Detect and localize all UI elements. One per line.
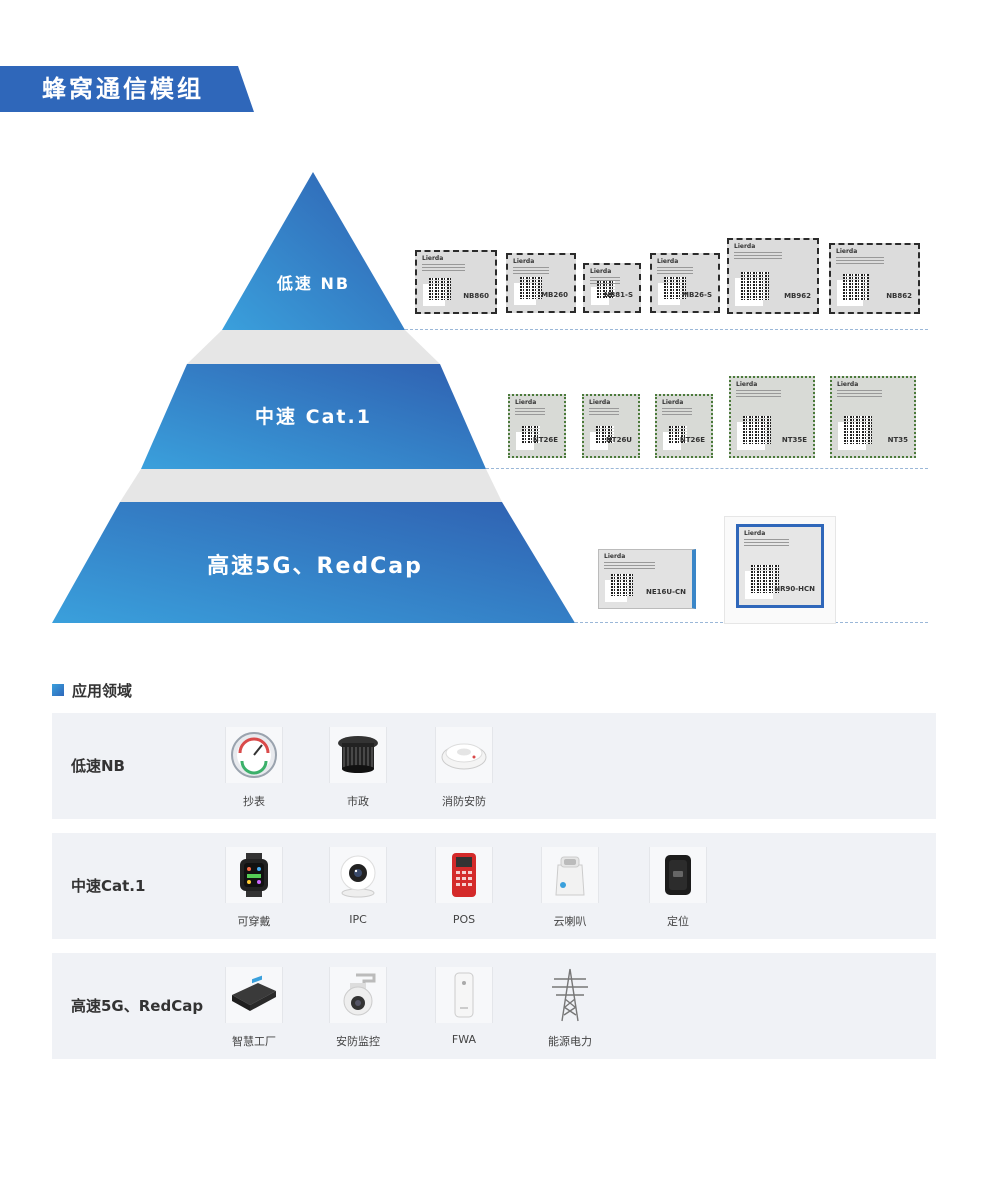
smoke-detector-icon: [435, 727, 493, 783]
app-caption: POS: [452, 913, 476, 926]
module-brand: Lierda: [515, 399, 537, 406]
module-card: Lierda NT35: [830, 376, 916, 458]
module-card: Lierda NT26E: [655, 394, 713, 458]
app-item: 市政: [320, 727, 396, 809]
module-name: NB862: [886, 292, 912, 300]
module-card: Lierda NB862: [829, 243, 920, 314]
module-name: MB962: [784, 292, 811, 300]
meter-gauge-icon: [225, 727, 283, 783]
module-brand: Lierda: [736, 381, 758, 388]
module-brand: Lierda: [734, 243, 756, 250]
app-item: 可穿戴: [216, 847, 292, 929]
module-card: Lierda NB81-S: [583, 263, 641, 313]
module-name: MB260: [541, 291, 568, 299]
module-name: NB860: [463, 292, 489, 300]
pyramid-connector-1: [187, 330, 440, 364]
app-caption: 可穿戴: [237, 915, 271, 928]
pyramid-tier-top: [222, 172, 405, 330]
app-caption: 抄表: [243, 795, 265, 808]
app-caption: 安防监控: [336, 1035, 380, 1048]
app-row-5g: 高速5G、RedCap 智慧工厂 安防监控 FWA 能源电力: [52, 953, 936, 1059]
app-caption: 智慧工厂: [232, 1035, 276, 1048]
app-item: 消防安防: [426, 727, 502, 809]
tier-label-cat1: 中速 Cat.1: [255, 406, 372, 428]
app-caption: IPC: [349, 913, 367, 926]
module-brand: Lierda: [837, 381, 859, 388]
manhole-sensor-icon: [329, 727, 387, 783]
dome-camera-icon: [329, 967, 387, 1023]
module-card: Lierda MB260: [506, 253, 576, 313]
module-brand: Lierda: [657, 258, 679, 265]
section-marker-icon: [52, 684, 64, 696]
row-label: 中速Cat.1: [71, 877, 146, 895]
module-card: Lierda NR90-HCN: [736, 524, 824, 608]
gps-tracker-icon: [649, 847, 707, 903]
app-item: 云喇叭: [532, 847, 608, 929]
module-name: NT35E: [781, 436, 807, 444]
pyramid-connector-2: [120, 469, 502, 502]
power-tower-icon: [542, 967, 598, 1023]
tier-divider-2: [486, 468, 928, 469]
app-item: 能源电力: [532, 967, 608, 1049]
section-title: 应用领域: [72, 682, 133, 700]
ip-camera-icon: [329, 847, 387, 903]
module-name: NT35: [887, 436, 908, 444]
module-name: NR90-HCN: [774, 585, 815, 593]
module-brand: Lierda: [589, 399, 611, 406]
pyramid-tier-bottom: [52, 502, 575, 623]
module-name: NT26E: [679, 436, 705, 444]
module-card: Lierda NT26E: [508, 394, 566, 458]
pyramid-tier-mid: [141, 364, 486, 469]
app-row-nb: 低速NB 抄表 市政 消防安防: [52, 713, 936, 819]
module-card: Lierda MB962: [727, 238, 819, 314]
module-card: Lierda NB860: [415, 250, 497, 314]
app-item: 抄表: [216, 727, 292, 809]
pos-terminal-icon: [435, 847, 493, 903]
module-name: NE16U-CN: [646, 588, 686, 596]
fwa-router-icon: [435, 967, 493, 1023]
row-label: 高速5G、RedCap: [71, 997, 204, 1015]
app-caption: 消防安防: [442, 795, 486, 808]
tier-divider-1: [405, 329, 928, 330]
industrial-gateway-icon: [225, 967, 283, 1023]
app-item: 安防监控: [320, 967, 396, 1049]
module-card: Lierda NE16U-CN: [598, 549, 696, 609]
module-name: NT26E: [532, 436, 558, 444]
module-brand: Lierda: [590, 268, 612, 275]
app-item: 智慧工厂: [216, 967, 292, 1049]
module-brand: Lierda: [836, 248, 858, 255]
app-item: 定位: [640, 847, 716, 929]
app-caption: 定位: [667, 915, 689, 928]
module-brand: Lierda: [604, 553, 626, 560]
tier-label-5g: 高速5G、RedCap: [207, 554, 423, 579]
module-card: Lierda NT26U: [582, 394, 640, 458]
module-brand: Lierda: [662, 399, 684, 406]
module-brand: Lierda: [422, 255, 444, 262]
app-caption: 市政: [347, 795, 369, 808]
app-caption: 云喇叭: [553, 915, 587, 928]
pyramid-graphic: [52, 172, 575, 623]
module-name: MB26-S: [682, 291, 712, 299]
module-card: Lierda MB26-S: [650, 253, 720, 313]
page-title: 蜂窝通信模组: [42, 75, 204, 103]
app-caption: 能源电力: [548, 1035, 592, 1048]
app-caption: FWA: [451, 1033, 477, 1046]
module-card: Lierda NT35E: [729, 376, 815, 458]
module-name: NB81-S: [604, 291, 633, 299]
module-name: NT26U: [605, 436, 632, 444]
tier-label-nb: 低速 NB: [276, 274, 351, 293]
module-brand: Lierda: [744, 530, 766, 537]
app-item: IPC: [320, 847, 396, 926]
app-item: FWA: [426, 967, 502, 1046]
smartwatch-icon: [225, 847, 283, 903]
app-row-cat1: 中速Cat.1 可穿戴 IPC POS 云喇叭 定位: [52, 833, 936, 939]
module-brand: Lierda: [513, 258, 535, 265]
app-item: POS: [426, 847, 502, 926]
header-banner: [0, 66, 254, 112]
row-label: 低速NB: [71, 757, 125, 775]
cloud-speaker-icon: [541, 847, 599, 903]
